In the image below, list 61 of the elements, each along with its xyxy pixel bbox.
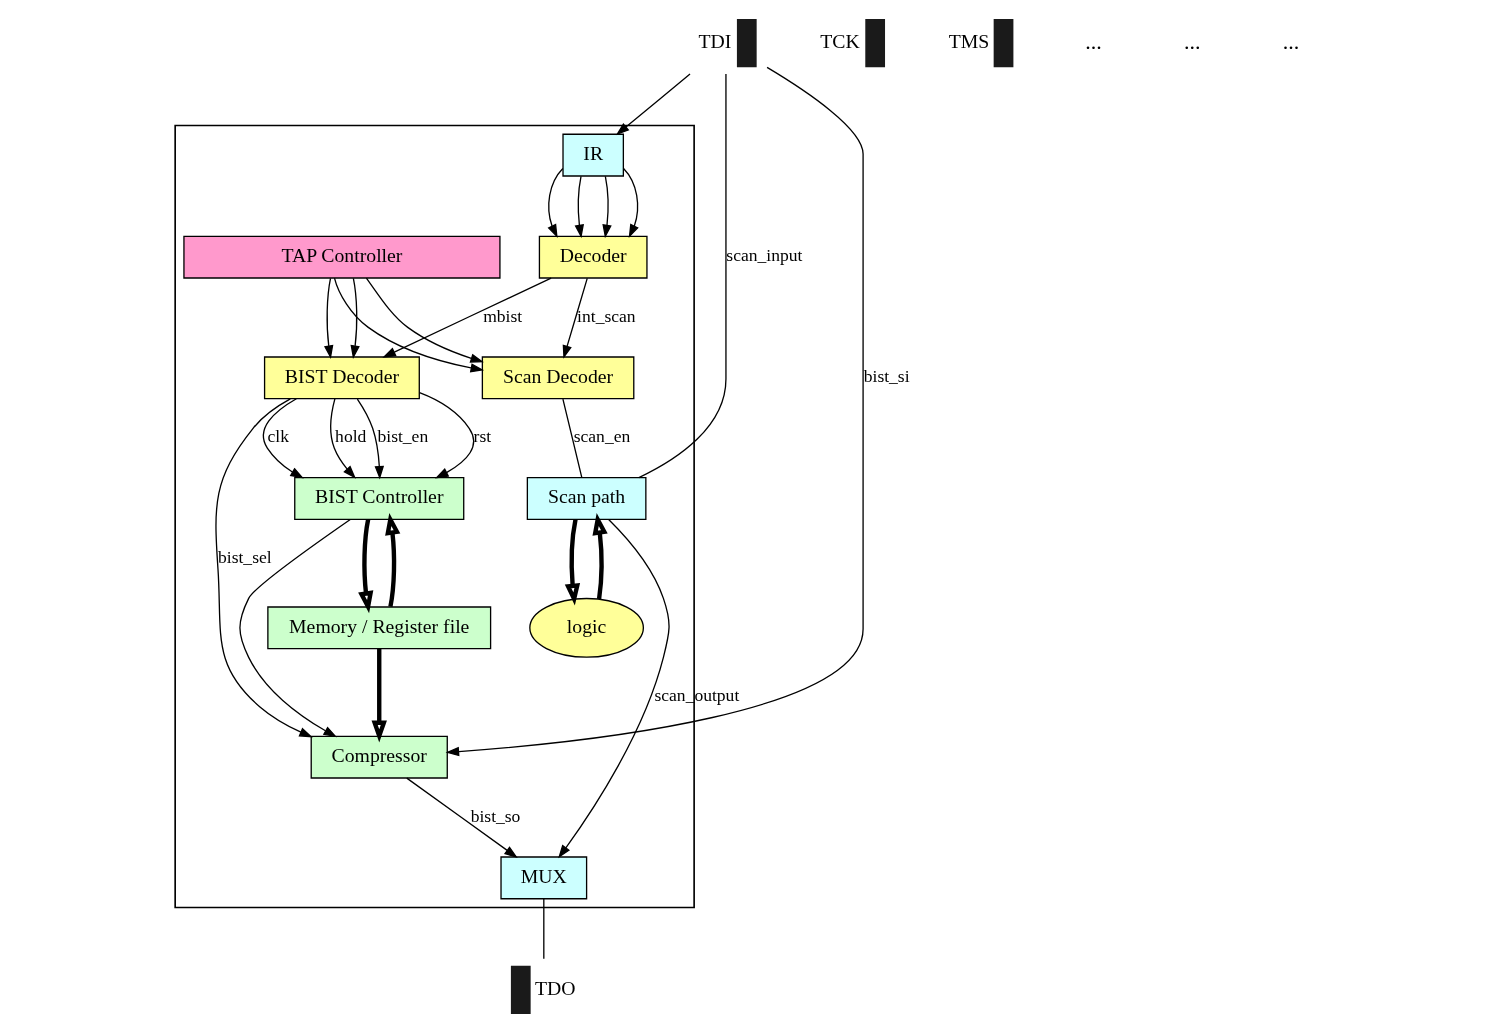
arrow	[329, 398, 356, 479]
node-box: TAP Controller	[182, 235, 501, 279]
arrow	[564, 519, 580, 606]
arrow	[371, 648, 387, 743]
node-box: MUX	[499, 856, 587, 900]
edge-label: rst	[473, 426, 491, 447]
edge-label: bist_sel	[217, 547, 272, 568]
node-box: BIST Controller	[293, 477, 464, 521]
arrow	[557, 518, 670, 859]
arrow	[418, 392, 474, 479]
arrow	[262, 398, 304, 479]
edge-label: hold	[334, 426, 366, 447]
edge-label: bist_en	[376, 426, 428, 447]
arrow	[356, 398, 384, 480]
node-label: TCK	[819, 30, 860, 53]
arrow	[601, 175, 612, 239]
node-label: TDO	[534, 976, 576, 999]
node-label: TMS	[948, 30, 989, 53]
node-box: Decoder	[538, 235, 648, 279]
label: ...	[1084, 28, 1102, 54]
arrow	[574, 175, 584, 239]
edge-label: bist_si	[863, 366, 910, 387]
edge-label: clk	[267, 426, 289, 447]
arrow	[365, 277, 484, 363]
connector	[637, 73, 727, 479]
edge-label: mbist	[482, 305, 522, 326]
node-box: BIST Decoder	[263, 356, 420, 400]
arrow	[381, 277, 552, 358]
arrow	[357, 519, 373, 614]
arrow	[323, 277, 333, 359]
arrow	[622, 167, 639, 238]
arrow	[445, 66, 864, 757]
node-box	[864, 19, 885, 68]
node-label: TDI	[698, 30, 731, 53]
arrow	[384, 512, 400, 607]
arrow	[333, 277, 484, 373]
node-box: Compressor	[310, 735, 448, 779]
arrow	[349, 277, 360, 359]
node-box: Memory / Register file	[266, 606, 491, 650]
connector	[542, 898, 544, 960]
node-box	[510, 965, 531, 1014]
node-box: Scan Decoder	[481, 356, 634, 400]
arrow	[592, 512, 608, 600]
arrow	[214, 398, 313, 738]
node-box: IR	[561, 133, 624, 177]
arrow	[547, 167, 563, 238]
edge-label: scan_input	[725, 245, 802, 266]
edge-label: int_scan	[576, 305, 636, 326]
node-box	[993, 19, 1013, 68]
connector	[561, 398, 582, 479]
node-box	[736, 19, 757, 68]
arrow	[238, 518, 351, 738]
arrow	[615, 73, 691, 136]
arrow	[562, 277, 588, 359]
label: ...	[1282, 28, 1299, 54]
edge-label: scan_en	[573, 426, 630, 447]
label: ...	[1183, 28, 1200, 54]
node-ellipse: logic	[528, 597, 644, 658]
edge-label: bist_so	[470, 805, 520, 826]
arrow	[405, 777, 518, 859]
node-box: Scan path	[526, 477, 646, 521]
